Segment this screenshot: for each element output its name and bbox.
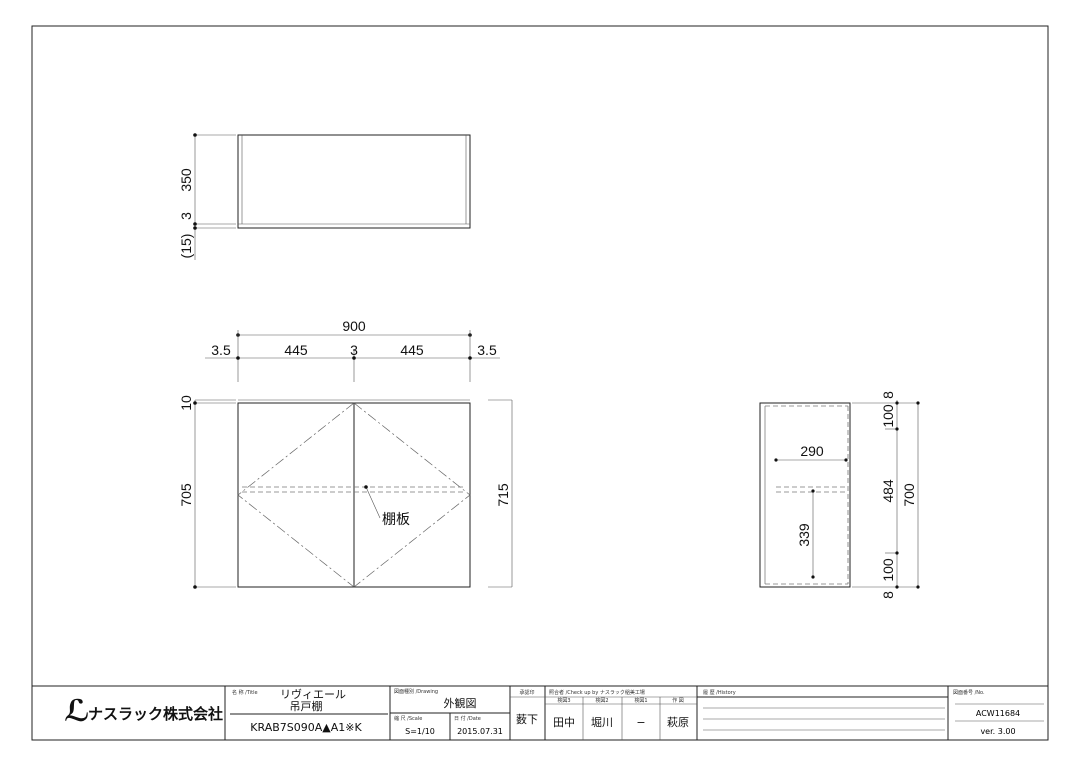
dim-door-height: 705 xyxy=(178,483,194,507)
dim: 100 xyxy=(880,558,896,582)
dim-shelf-height: 339 xyxy=(796,523,812,547)
checker-name: 堀川 xyxy=(591,716,613,729)
date-label: 日 付 /Date xyxy=(454,715,481,722)
dim-width: 900 xyxy=(342,318,366,334)
dim: 484 xyxy=(880,479,896,503)
checker-name: − xyxy=(636,716,645,729)
shelf-label: 棚板 xyxy=(382,511,410,527)
company-logo-icon: ℒ xyxy=(64,694,90,729)
check-col: 作 図 xyxy=(672,697,684,704)
dim-seg: 445 xyxy=(400,342,424,358)
checker-name: 田中 xyxy=(553,716,575,729)
date: 2015.07.31 xyxy=(457,727,503,736)
dim-depth: 350 xyxy=(178,168,194,192)
dim: 8 xyxy=(880,591,896,599)
dim-total-height: 700 xyxy=(901,483,917,507)
dim-gap: 3 xyxy=(178,212,194,220)
drawing-label: 図面種別 /Drawing xyxy=(394,688,438,695)
dim-seg: 3.5 xyxy=(477,342,497,358)
drawing-number: ACW11684 xyxy=(976,709,1020,718)
dim-seg: 3.5 xyxy=(211,342,231,358)
dim: 100 xyxy=(880,404,896,428)
dim-shelf-depth: 290 xyxy=(800,443,824,459)
dim-seg: 3 xyxy=(350,342,358,358)
history-label: 履 歴 /History xyxy=(703,690,736,696)
number-label: 図面番号 /No. xyxy=(953,689,985,696)
product-subtitle: 吊戸棚 xyxy=(290,699,323,713)
version: ver. 3.00 xyxy=(980,727,1015,736)
dim-offset: (15) xyxy=(178,234,194,259)
check-label: 照合者 /Check up by ナスラック稲美工場 xyxy=(549,689,645,696)
scale-label: 縮 尺 /Scale xyxy=(394,715,422,722)
dim-top-panel: 10 xyxy=(178,395,194,411)
top-view: 350 3 (15) xyxy=(178,133,471,260)
model-number: KRAB7S090A▲A1※K xyxy=(250,721,362,734)
check-col: 検図1 xyxy=(634,697,647,704)
check-col: 検図2 xyxy=(595,697,608,704)
approver: 薮下 xyxy=(516,713,538,726)
approval-label: 承認印 xyxy=(519,689,534,696)
product-title: リヴィエール xyxy=(280,687,346,701)
title-label: 名 称 /Title xyxy=(232,689,258,696)
dim-height: 715 xyxy=(495,483,511,507)
sheet-border xyxy=(31,25,1049,741)
front-view: 棚板 900 3.5 445 3 445 3.5 10 705 715 xyxy=(178,318,513,589)
title-block: ℒ ナスラック株式会社 名 称 /Title リヴィエール 吊戸棚 KRAB7S… xyxy=(32,685,1048,740)
drawing-type: 外観図 xyxy=(444,696,477,710)
dim: 8 xyxy=(880,391,896,399)
company-name: ナスラック株式会社 xyxy=(88,705,223,723)
drafter-name: 萩原 xyxy=(667,716,689,729)
scale: S=1/10 xyxy=(405,727,435,736)
check-col: 検図3 xyxy=(557,697,570,704)
dim-seg: 445 xyxy=(284,342,308,358)
side-view: 290 339 8 100 484 100 8 700 xyxy=(759,391,920,599)
